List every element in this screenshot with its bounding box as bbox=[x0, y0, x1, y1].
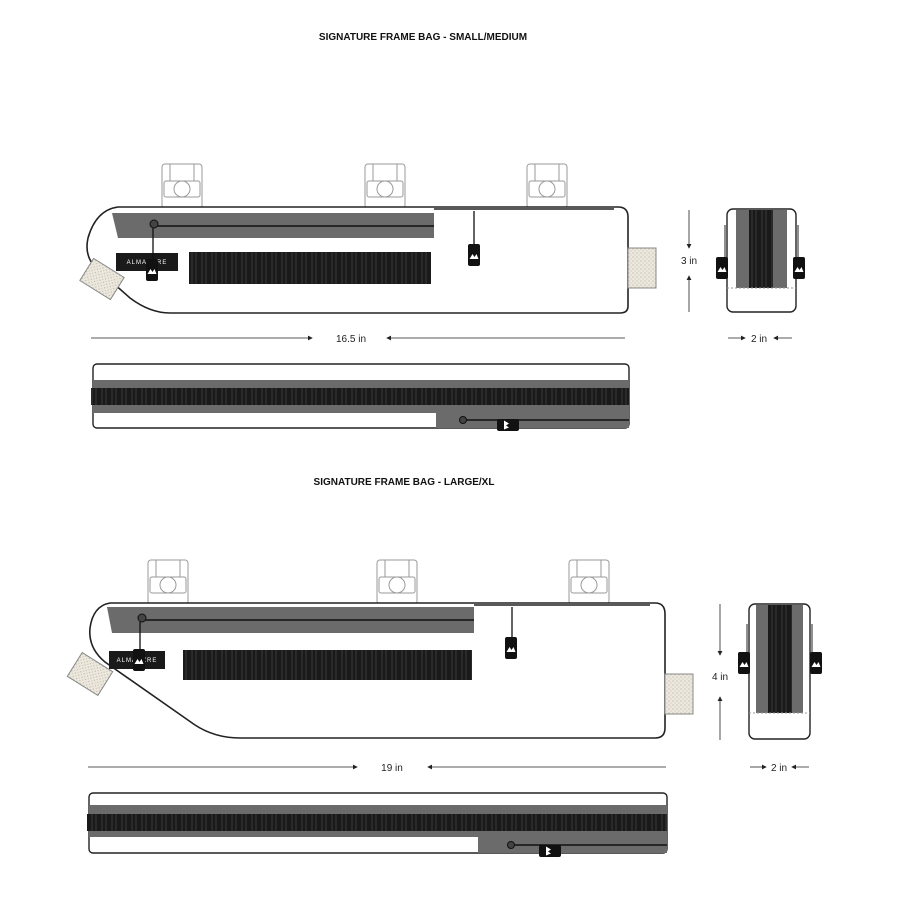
zipper-pull-icon bbox=[505, 637, 517, 659]
width-dimension-small: 2 in bbox=[728, 334, 792, 345]
bag-end-view-large bbox=[738, 603, 822, 740]
height-dimension-large: 4 in bbox=[712, 604, 728, 740]
zipper-pull-icon bbox=[468, 244, 480, 266]
bag-end-view-small bbox=[716, 208, 805, 313]
length-dimension-large: 19 in bbox=[88, 763, 666, 774]
frame-strap-icon bbox=[526, 163, 568, 209]
width-label: 2 in bbox=[751, 334, 767, 345]
section-title-small-medium: SIGNATURE FRAME BAG - SMALL/MEDIUM bbox=[319, 32, 527, 43]
velcro-tab bbox=[79, 257, 125, 301]
velcro-tab bbox=[66, 651, 114, 697]
bag-top-view-large bbox=[87, 792, 668, 857]
frame-strap-icon bbox=[364, 163, 406, 209]
length-label: 19 in bbox=[381, 763, 403, 774]
section-title-large-xl: SIGNATURE FRAME BAG - LARGE/XL bbox=[314, 477, 495, 488]
length-label: 16.5 in bbox=[336, 334, 366, 345]
velcro-tab bbox=[664, 673, 694, 715]
zipper-pull-icon bbox=[738, 652, 750, 674]
bag-side-view-large: ALMANZRE bbox=[66, 602, 694, 739]
zipper-pull-icon bbox=[793, 257, 805, 279]
bag-side-view-small: ALMANZRE bbox=[79, 206, 657, 314]
height-label: 4 in bbox=[712, 672, 728, 683]
zipper-pull-icon bbox=[810, 652, 822, 674]
width-label: 2 in bbox=[771, 763, 787, 774]
zipper-pull-icon bbox=[133, 649, 145, 671]
height-dimension-small: 3 in bbox=[681, 210, 697, 312]
frame-strap-icon bbox=[376, 559, 418, 605]
length-dimension-small: 16.5 in bbox=[91, 334, 625, 345]
velcro-tab bbox=[627, 247, 657, 289]
width-dimension-large: 2 in bbox=[750, 763, 809, 774]
zipper-pull-icon bbox=[716, 257, 728, 279]
zipper-pull-icon bbox=[497, 419, 519, 431]
frame-strap-icon bbox=[147, 559, 189, 605]
bag-top-view-small bbox=[91, 363, 630, 431]
frame-strap-icon bbox=[568, 559, 610, 605]
frame-strap-icon bbox=[161, 163, 203, 209]
zipper-pull-icon bbox=[539, 845, 561, 857]
height-label: 3 in bbox=[681, 256, 697, 267]
zipper-pull-icon bbox=[146, 259, 158, 281]
